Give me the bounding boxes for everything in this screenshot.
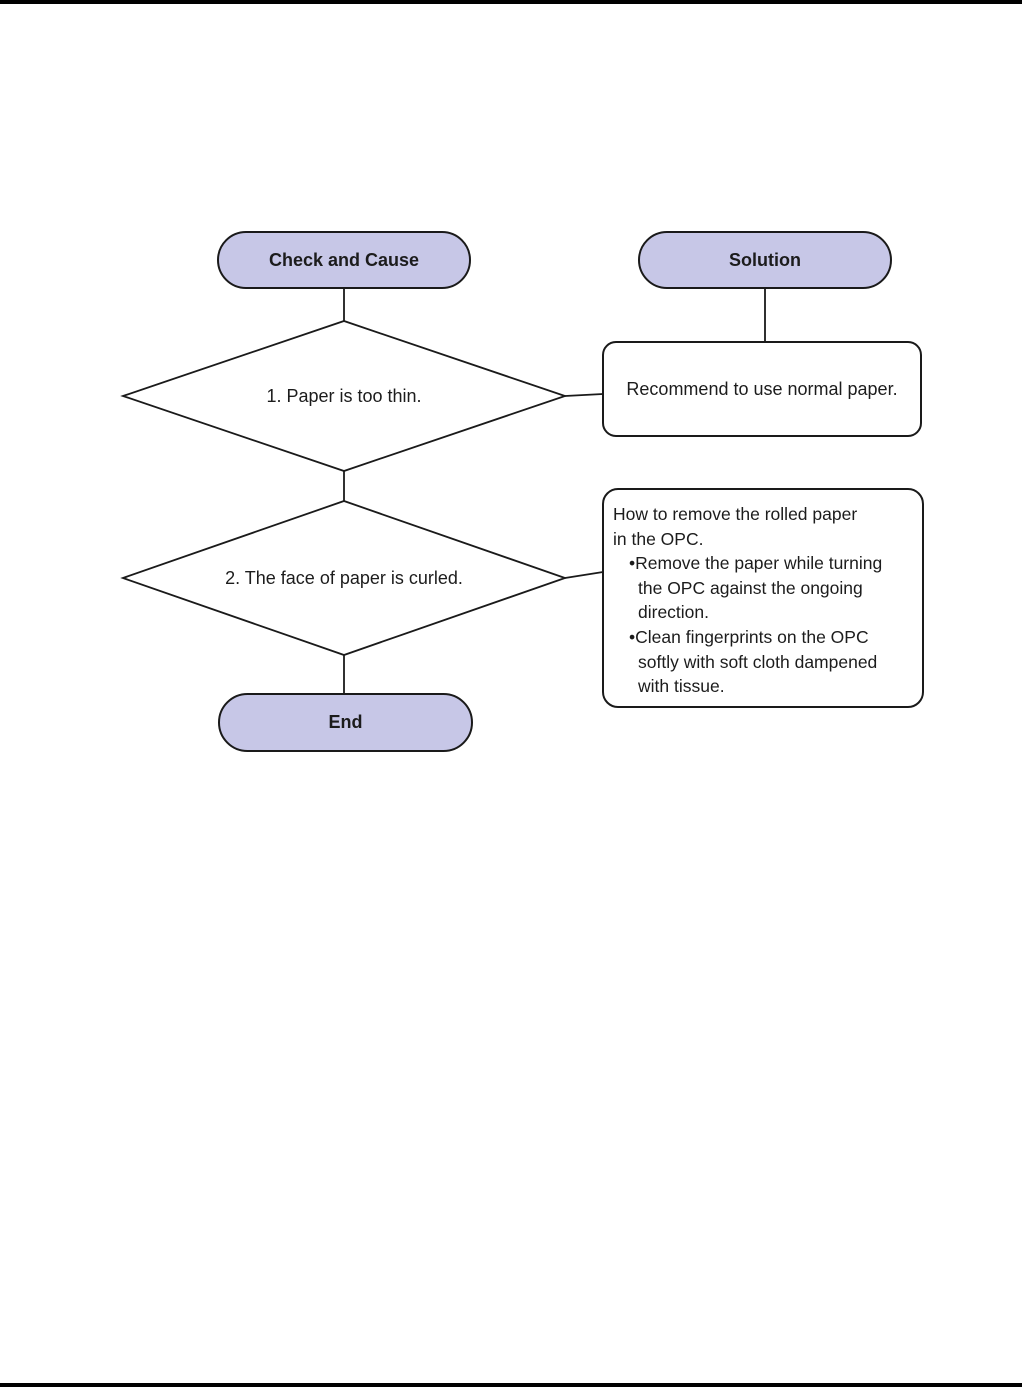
terminator-check-and-cause: Check and Cause <box>217 231 471 289</box>
solution-box-2-line: in the OPC. <box>613 528 704 549</box>
solution-box-2-bullet: •Remove the paper while turning <box>629 553 883 574</box>
solution-box-2-line: How to remove the rolled paper <box>613 504 858 524</box>
terminator-end-label: End <box>328 712 363 732</box>
solution-box-2-line: direction. <box>638 602 710 623</box>
solution-box-2-line: softly with soft cloth dampened <box>638 651 878 672</box>
terminator-solution: Solution <box>638 231 892 289</box>
connector-decision2-to-box2 <box>564 571 604 579</box>
decision1-label: 1. Paper is too thin. <box>266 385 422 406</box>
page-bottom-rule <box>0 1383 1022 1387</box>
solution-box-2-line: with tissue. <box>638 676 725 697</box>
solution-box-1-text: Recommend to use normal paper. <box>626 378 898 399</box>
terminator-solution-label: Solution <box>729 249 801 270</box>
terminator-end: End <box>218 693 473 752</box>
solution-box-2-bullet: •Clean fingerprints on the OPC <box>629 626 869 647</box>
solution-box-2-line: the OPC against the ongoing <box>638 577 863 598</box>
solution-box-2: How to remove the rolled paper in the OP… <box>602 488 924 708</box>
page-top-rule <box>0 0 1022 4</box>
connector-decision1-to-box1 <box>564 393 604 397</box>
decision2-label: 2. The face of paper is curled. <box>225 567 463 588</box>
solution-box-1: Recommend to use normal paper. <box>602 341 922 437</box>
terminator-check-and-cause-label: Check and Cause <box>268 249 420 270</box>
